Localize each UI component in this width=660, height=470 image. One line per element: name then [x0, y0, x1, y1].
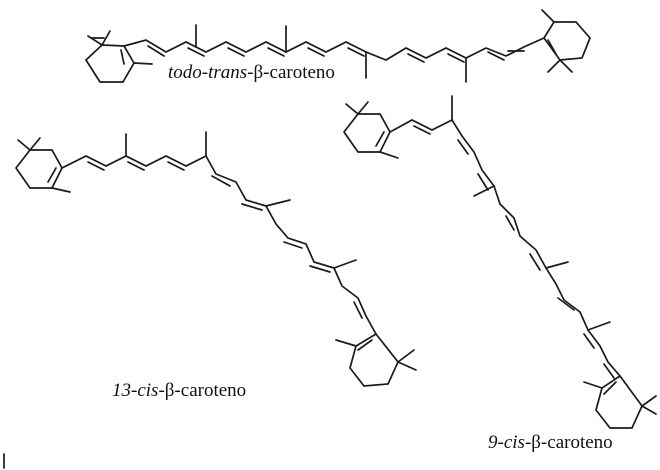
- beta-ionone-ring-13cis-top: [15, 137, 71, 193]
- beta-ionone-ring-13cis-bottom: [335, 333, 417, 387]
- molecule-13-cis-beta-carotene: [15, 131, 417, 387]
- beta-ionone-ring-right: [541, 9, 591, 73]
- label-13-cis: 13-cis-β-caroteno: [112, 380, 246, 401]
- polyene-chain-9cis: [389, 95, 621, 379]
- beta-ionone-ring-left: [85, 30, 153, 83]
- polyene-chain-13cis: [61, 131, 377, 335]
- molecule-9-cis-beta-carotene: [343, 95, 657, 429]
- beta-ionone-ring-9cis-top: [343, 101, 399, 159]
- beta-ionone-ring-9cis-bottom: [583, 375, 657, 429]
- label-all-trans: todo-trans-β-caroteno: [168, 62, 335, 83]
- label-9-cis: 9-cis-β-caroteno: [488, 432, 613, 453]
- polyene-chain-all-trans: [123, 24, 545, 83]
- molecule-all-trans-beta-carotene: [85, 9, 591, 83]
